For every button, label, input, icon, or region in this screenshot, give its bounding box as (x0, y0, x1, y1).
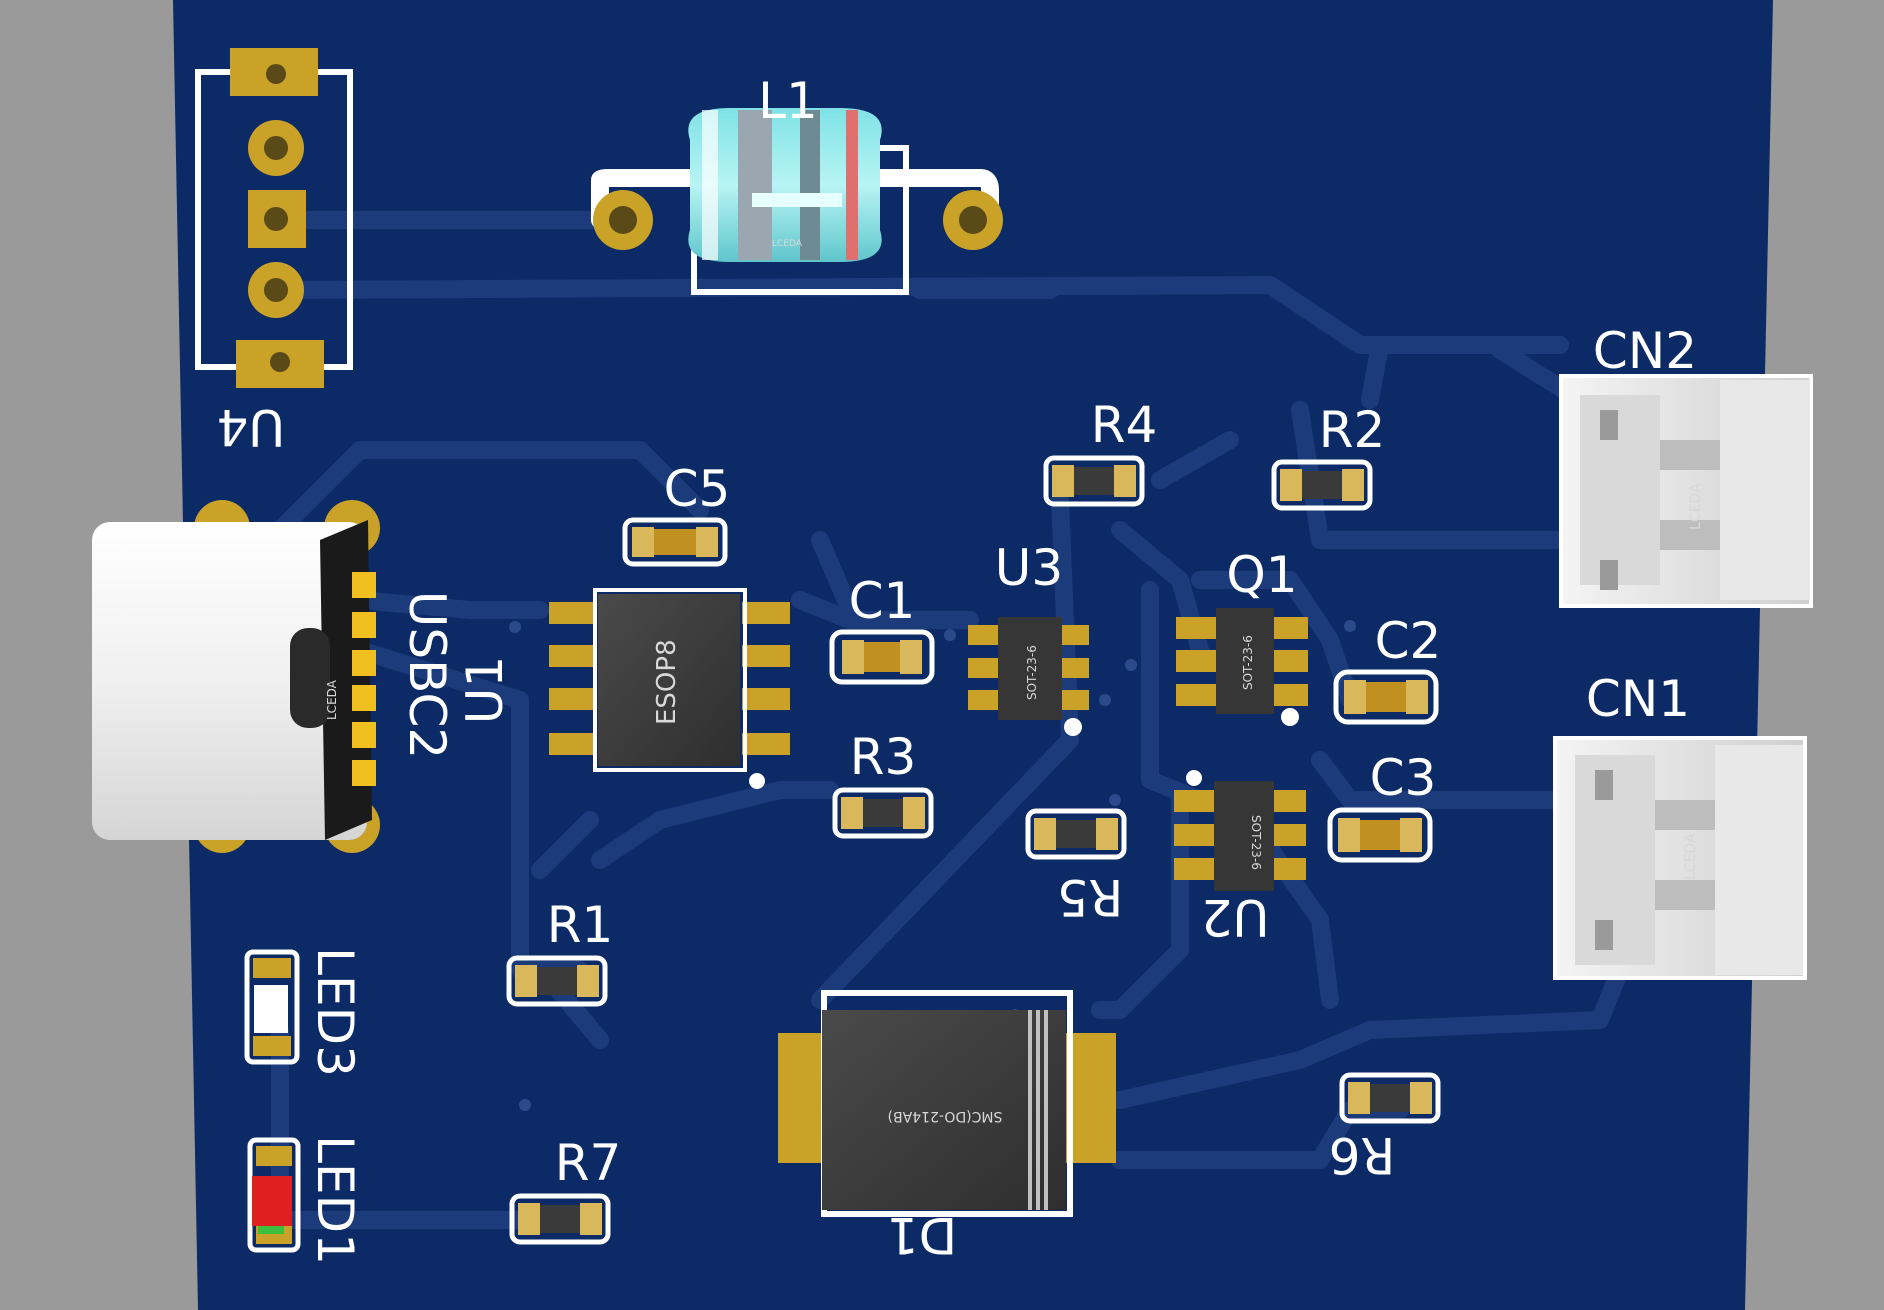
label-c3: C3 (1370, 749, 1437, 807)
label-u1: U1 (456, 656, 514, 724)
resistor-r7 (509, 1193, 611, 1245)
cn2-body-text: LCEDA (1688, 483, 1704, 530)
label-u2: U2 (1201, 888, 1269, 946)
label-usbc2: USBC2 (398, 591, 456, 759)
capacitor-c3 (1327, 807, 1433, 863)
usbc2-body-text: LCEDA (325, 679, 339, 720)
label-r4: R4 (1091, 396, 1158, 454)
label-r2: R2 (1319, 401, 1386, 459)
label-c2: C2 (1375, 612, 1442, 670)
capacitor-c5 (622, 517, 728, 567)
inductor-l1 (591, 108, 1003, 295)
l1-body-text: LCEDA (772, 239, 803, 249)
u1-package-text: ESOP8 (652, 639, 682, 725)
connector-cn2 (1559, 374, 1813, 608)
label-r5: R5 (1057, 868, 1124, 926)
led-led3 (244, 949, 300, 1065)
label-d1: D1 (887, 1206, 957, 1264)
label-cn2: CN2 (1593, 322, 1697, 380)
label-r6: R6 (1329, 1126, 1396, 1184)
resistor-r2 (1271, 459, 1373, 511)
u2-package-text: SOT-23-6 (1249, 815, 1263, 870)
vias (509, 620, 1356, 1111)
label-l1: L1 (758, 72, 818, 130)
label-r7: R7 (555, 1134, 622, 1192)
resistor-r5 (1025, 808, 1127, 860)
cn1-body-text: LCEDA (1683, 833, 1699, 880)
led-led1 (247, 1137, 301, 1253)
label-q1: Q1 (1226, 546, 1297, 604)
capacitor-c2 (1333, 669, 1439, 725)
label-led3: LED3 (306, 947, 364, 1077)
label-u3: U3 (995, 539, 1063, 597)
d1-package-text: SMC(DO-214AB) (888, 1108, 1003, 1124)
label-c1: C1 (849, 572, 916, 630)
label-r3: R3 (850, 728, 917, 786)
label-cn1: CN1 (1586, 670, 1690, 728)
u3-package-text: SOT-23-6 (1025, 645, 1039, 700)
label-c5: C5 (664, 460, 731, 518)
resistor-r6 (1339, 1072, 1441, 1124)
header-u4 (195, 48, 353, 388)
usb-c-connector (92, 500, 380, 853)
capacitor-c1 (829, 629, 935, 685)
connector-cn1 (1553, 736, 1807, 980)
ic-u2 (1174, 770, 1306, 891)
label-u4: U4 (217, 398, 285, 456)
ic-u1 (549, 588, 790, 789)
resistor-r3 (832, 787, 934, 839)
diode-d1 (778, 990, 1116, 1217)
label-r1: R1 (547, 896, 614, 954)
ic-u3 (968, 617, 1089, 736)
label-led1: LED1 (306, 1135, 364, 1265)
resistor-r4 (1043, 455, 1145, 507)
transistor-q1 (1176, 608, 1308, 726)
resistor-r1 (506, 955, 608, 1007)
q1-package-text: SOT-23-6 (1241, 635, 1255, 690)
